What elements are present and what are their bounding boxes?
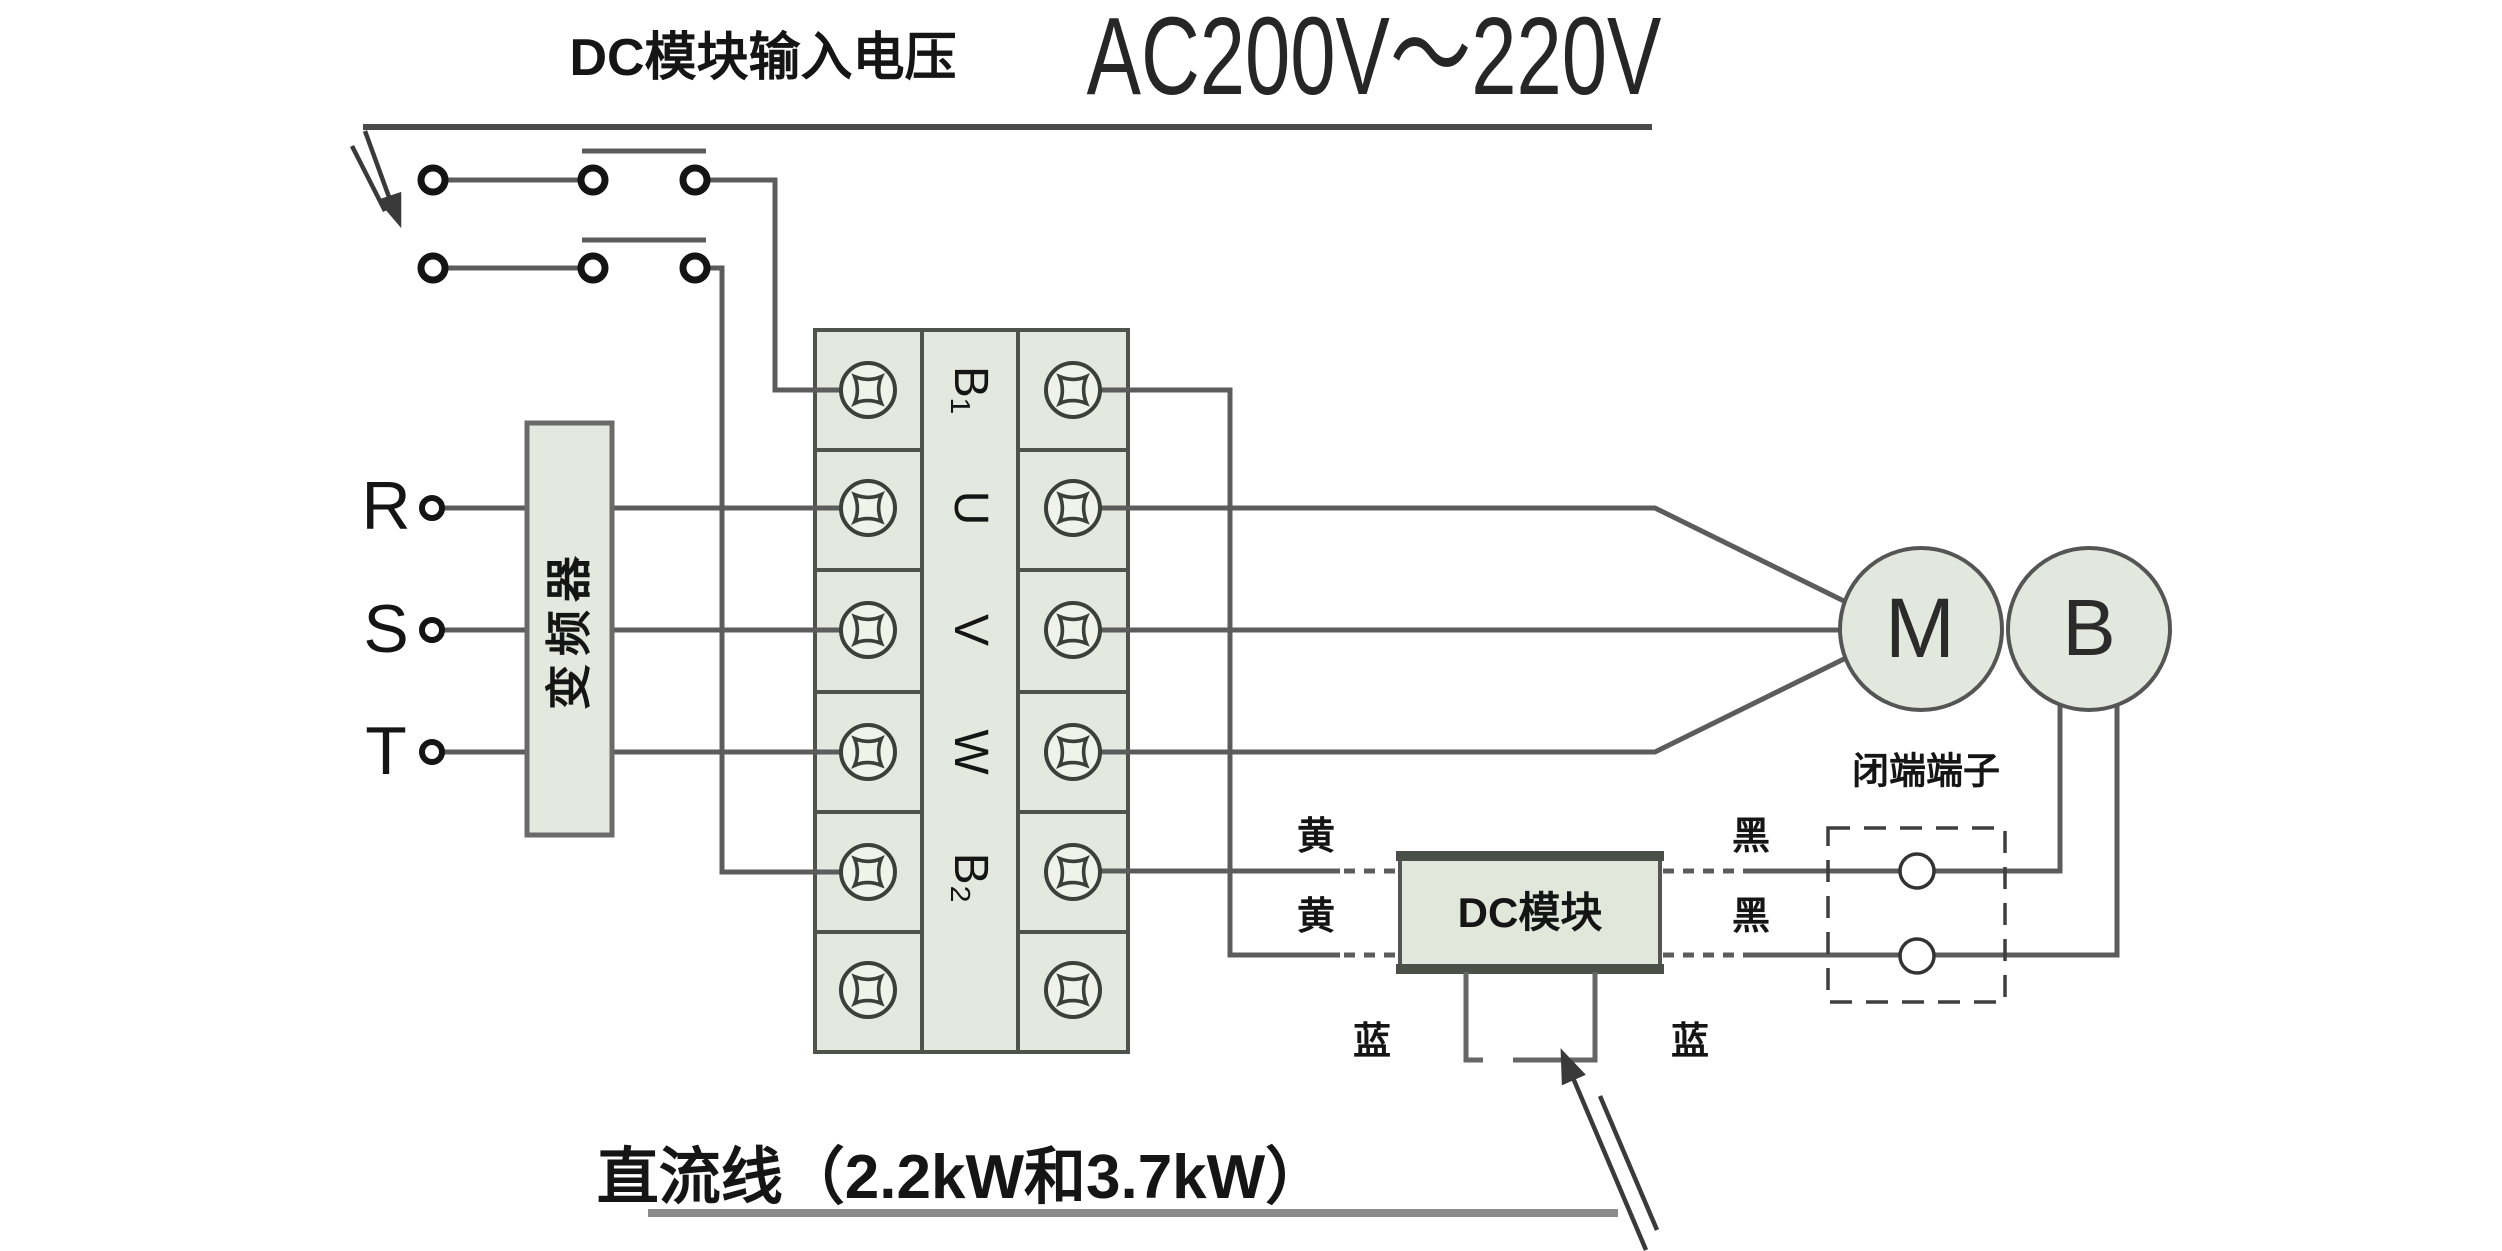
terminal-label-b1: B₁: [944, 365, 997, 415]
wire-color-black-lower: 黑: [1731, 896, 1771, 938]
phase-terminal-label-r: R: [361, 468, 411, 544]
dc-line-note: 直流线（2.2kW和3.7kW）: [596, 1143, 1328, 1212]
motor-circle: [1838, 546, 2004, 712]
terminal-label-v: V: [944, 613, 997, 647]
wire-color-yellow-upper: 黄: [1296, 816, 1336, 858]
motor-label: M: [1885, 581, 1955, 675]
wire-color-yellow-lower: 黄: [1296, 896, 1336, 938]
inverter-label: 变频器: [543, 548, 595, 710]
brake-circle: [2006, 546, 2172, 712]
inverter-box: [524, 420, 615, 838]
wire-color-black-upper: 黑: [1731, 816, 1771, 858]
dc-module-label: DC模块: [1457, 889, 1603, 936]
wire-color-blue-right: 蓝: [1670, 1021, 1710, 1063]
terminal-label-w: W: [944, 729, 997, 775]
terminal-row-dividers: [815, 448, 1128, 934]
phase-terminal-label-s: S: [363, 591, 409, 667]
dc-module-box: [1396, 851, 1664, 974]
phase-terminal-label-t: T: [365, 713, 407, 789]
terminal-label-b2: B₂: [944, 852, 997, 904]
dc-input-voltage-label: DC模块输入电压: [569, 29, 957, 87]
phase-terminal-rings: [422, 498, 442, 762]
terminal-block: [813, 328, 1130, 1054]
switch-contacts: [421, 168, 707, 280]
closed-end-terminal-label: 闭端端子: [1852, 750, 2000, 792]
dc-line-arrow: [1560, 1048, 1660, 1251]
wire-color-blue-left: 蓝: [1352, 1021, 1392, 1063]
supply-arrow: [349, 130, 402, 229]
dc-line-connector: [1463, 972, 1598, 1063]
brake-label: B: [2062, 583, 2116, 672]
closed-end-terminal-box: [1826, 826, 2007, 1004]
terminal-label-u: U: [944, 490, 997, 526]
wires: [443, 148, 2120, 958]
ac-voltage-range-label: AC200V～220V: [1086, 0, 1662, 118]
